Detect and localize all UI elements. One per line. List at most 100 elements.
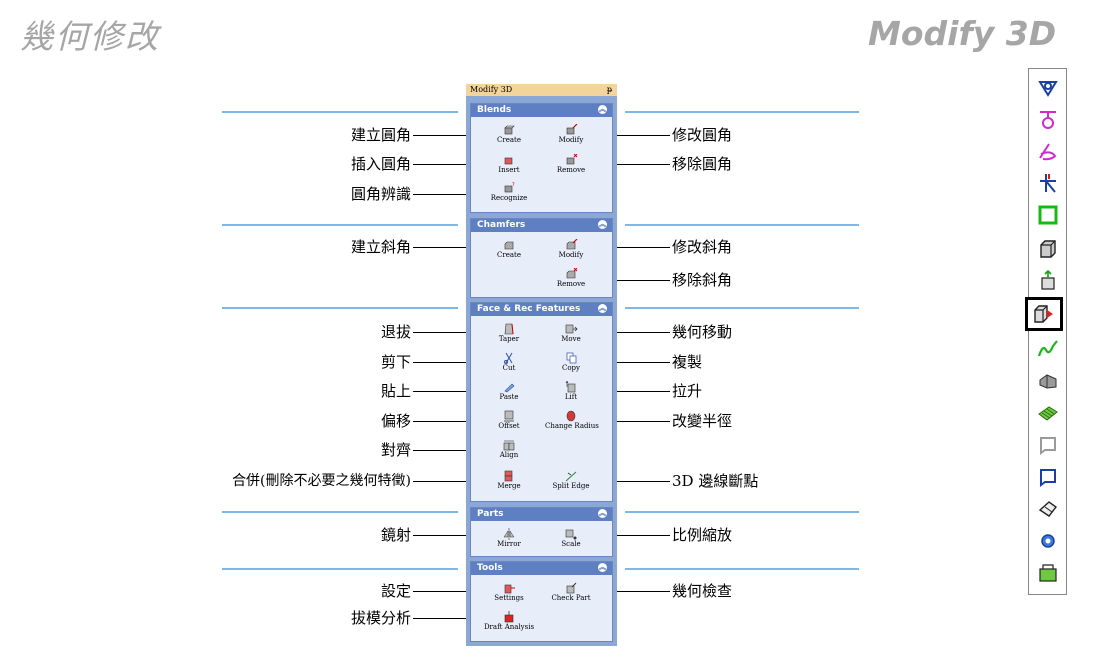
- merge-button[interactable]: Merge: [483, 470, 535, 491]
- panel-header[interactable]: Modify 3D ᵽ: [466, 84, 617, 96]
- chamfer-create-label: Create: [497, 251, 521, 259]
- chamfer-create-button[interactable]: Create: [483, 239, 535, 260]
- mirror-label: Mirror: [497, 540, 521, 548]
- thread-icon[interactable]: [1034, 105, 1062, 133]
- leader-chamfer-create: [413, 247, 492, 248]
- offset-label: Offset: [498, 422, 520, 430]
- hole-icon[interactable]: [1034, 73, 1062, 101]
- leader-split-edge: [590, 481, 670, 482]
- callout-change-radius: 改變半徑: [672, 412, 733, 430]
- callout-offset: 偏移: [380, 412, 411, 430]
- section-chamfers-header[interactable]: Chamfers ︽: [471, 219, 612, 232]
- blend-create-label: Create: [497, 136, 521, 144]
- callout-chamfer-modify: 修改斜角: [672, 238, 733, 256]
- callout-check: 幾何檢查: [672, 582, 733, 600]
- cut-button[interactable]: Cut: [483, 352, 535, 373]
- scale-button[interactable]: Scale: [545, 528, 597, 549]
- settings-button[interactable]: Settings: [483, 582, 535, 603]
- title-english: Modify 3D: [868, 14, 1057, 53]
- guide-line-chamfers-right: [625, 224, 859, 226]
- taper-label: Taper: [498, 335, 520, 343]
- callout-taper: 退拔: [380, 323, 411, 341]
- face-icon[interactable]: [1034, 431, 1062, 459]
- section-face-header[interactable]: Face & Rec Features ︽: [471, 303, 612, 316]
- check-part-button[interactable]: Check Part: [545, 582, 597, 603]
- scissors-icon: [504, 352, 513, 364]
- check-part-label: Check Part: [551, 594, 591, 602]
- section-parts-header[interactable]: Parts ︽: [471, 508, 612, 521]
- section-chamfers: Chamfers ︽ Create Modify Remove: [470, 218, 613, 298]
- section-tools-header[interactable]: Tools ︽: [471, 562, 612, 575]
- mesh-icon[interactable]: [1034, 399, 1062, 427]
- blend-remove-button[interactable]: Remove: [545, 154, 597, 175]
- chamfer-modify-button[interactable]: Modify: [545, 239, 597, 260]
- mirror-button[interactable]: Mirror: [483, 528, 535, 549]
- merge-icon: [504, 470, 513, 482]
- blend-recognize-icon: ?: [504, 182, 515, 193]
- blend-insert-button[interactable]: Insert: [483, 154, 535, 175]
- axis-icon[interactable]: [1034, 169, 1062, 197]
- copy-button[interactable]: Copy: [545, 352, 597, 373]
- blend-recognize-button[interactable]: ? Recognize: [483, 182, 535, 203]
- section-parts-title: Parts: [477, 509, 504, 519]
- offset-button[interactable]: Offset: [483, 410, 535, 431]
- collapse-icon[interactable]: ︽: [598, 563, 607, 572]
- collapse-icon[interactable]: ︽: [598, 220, 607, 229]
- chamfer-modify-label: Modify: [558, 251, 584, 259]
- callout-merge: 合併(刪除不必要之幾何特徵): [232, 473, 411, 489]
- split-edge-button[interactable]: Split Edge: [545, 470, 597, 491]
- paste-icon: [504, 383, 515, 393]
- blend-modify-icon: [566, 124, 578, 135]
- leader-mirror: [413, 535, 492, 536]
- face-outline-icon[interactable]: [1034, 463, 1062, 491]
- guide-line-parts-left: [222, 511, 458, 513]
- section-tools: Tools ︽ Settings Check Part Draft Analys…: [470, 561, 613, 642]
- gear-icon[interactable]: [1034, 527, 1062, 555]
- tool-icon[interactable]: [1034, 559, 1062, 587]
- callout-lift: 拉升: [672, 382, 703, 400]
- guide-line-tools-left: [222, 568, 458, 570]
- align-button[interactable]: Align: [483, 439, 535, 460]
- split-edge-label: Split Edge: [552, 482, 590, 490]
- box-icon[interactable]: [1034, 201, 1062, 229]
- pin-icon[interactable]: ᵽ: [606, 85, 612, 94]
- draft-analysis-button[interactable]: Draft Analysis: [483, 611, 535, 632]
- primitive-icon[interactable]: [1034, 267, 1062, 295]
- leader-copy: [590, 362, 670, 363]
- blend-remove-label: Remove: [556, 166, 586, 174]
- section-blends-header[interactable]: Blends ︽: [471, 104, 612, 117]
- blend-recognize-label: Recognize: [490, 194, 528, 202]
- leader-merge: [413, 481, 492, 482]
- taper-button[interactable]: Taper: [483, 323, 535, 344]
- leader-taper: [413, 332, 492, 333]
- callout-blend-insert: 插入圓角: [350, 155, 411, 173]
- callout-cut: 剪下: [380, 353, 411, 371]
- blend-modify-button[interactable]: Modify: [545, 124, 597, 145]
- section-parts: Parts ︽ Mirror Scale: [470, 507, 613, 557]
- callout-blend-remove: 移除圓角: [672, 155, 733, 173]
- collapse-icon[interactable]: ︽: [598, 105, 607, 114]
- collapse-icon[interactable]: ︽: [598, 304, 607, 313]
- change-radius-button[interactable]: Change Radius: [545, 410, 599, 431]
- sheet-icon[interactable]: [1034, 495, 1062, 523]
- modify3d-icon[interactable]: [1025, 297, 1063, 331]
- solid-icon[interactable]: [1034, 235, 1062, 263]
- blend-create-button[interactable]: Create: [483, 124, 535, 145]
- paste-button[interactable]: Paste: [483, 381, 535, 402]
- move-button[interactable]: Move: [545, 323, 597, 344]
- offset-icon: [504, 410, 514, 422]
- leader-lift: [590, 391, 670, 392]
- callout-blend-recognize: 圓角辨識: [350, 185, 411, 203]
- callout-move: 幾何移動: [672, 323, 733, 341]
- curve-icon[interactable]: [1034, 137, 1062, 165]
- section-tools-title: Tools: [477, 563, 503, 573]
- surface-icon[interactable]: [1034, 367, 1062, 395]
- collapse-icon[interactable]: ︽: [598, 509, 607, 518]
- move-icon: [565, 324, 578, 334]
- lift-button[interactable]: Lift: [545, 381, 597, 402]
- wave-icon[interactable]: [1034, 335, 1062, 363]
- leader-change-radius: [590, 421, 670, 422]
- callout-blend-create: 建立圓角: [350, 126, 411, 144]
- chamfer-remove-button[interactable]: Remove: [545, 268, 597, 289]
- chamfer-modify-icon: [566, 239, 578, 250]
